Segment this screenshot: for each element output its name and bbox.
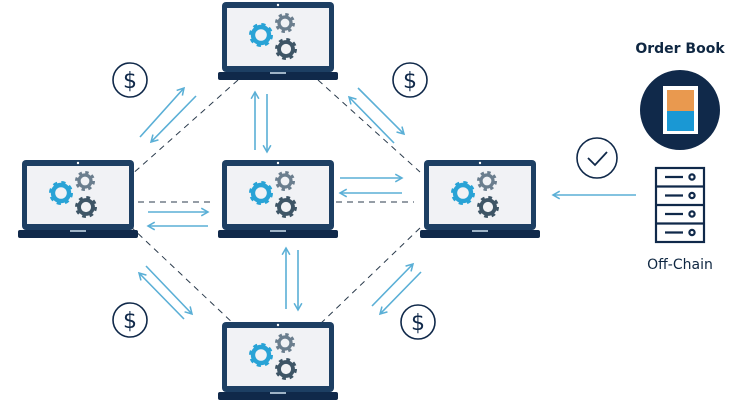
- currency-symbol: $: [403, 69, 417, 94]
- laptop-node-left: [18, 160, 138, 238]
- gear-icon: [275, 171, 295, 191]
- gear-icon: [477, 196, 499, 218]
- gear-icon: [451, 181, 475, 205]
- arrow: [378, 271, 422, 316]
- screen: [429, 166, 531, 224]
- dollar-icon: $: [112, 62, 148, 98]
- order-book-title: Order Book: [635, 41, 725, 57]
- screen: [227, 8, 329, 66]
- server-icon: [654, 166, 706, 244]
- currency-symbol: $: [123, 309, 137, 334]
- arrow: [357, 87, 406, 136]
- laptop-node-center: [218, 160, 338, 238]
- gear-icon: [49, 181, 73, 205]
- dollar-icon: $: [400, 304, 436, 340]
- arrow: [137, 271, 185, 320]
- dollar-icon: $: [392, 62, 428, 98]
- gear-icon: [477, 171, 497, 191]
- arrow: [347, 95, 395, 144]
- dashed-connection: [317, 227, 421, 327]
- gear-icon: [275, 13, 295, 33]
- currency-symbol: $: [123, 69, 137, 94]
- arrow: [371, 262, 415, 307]
- gear-icon: [249, 23, 273, 47]
- transfer-arrows: [137, 86, 636, 320]
- gear-icon: [275, 358, 297, 380]
- laptop-base: [218, 72, 338, 80]
- gear-icon: [275, 196, 297, 218]
- laptop-node-bottom: [218, 322, 338, 400]
- dashed-connection: [317, 79, 421, 173]
- screen: [227, 328, 329, 386]
- gear-icon: [249, 181, 273, 205]
- arrow: [145, 265, 194, 316]
- laptop-base: [218, 392, 338, 400]
- off-chain-label: Off-Chain: [647, 257, 713, 273]
- connection-lines: [129, 79, 421, 327]
- laptop-base: [420, 230, 540, 238]
- order-book-icon: [640, 70, 720, 150]
- laptop-base: [18, 230, 138, 238]
- gear-icon: [75, 171, 95, 191]
- dashed-connection: [129, 225, 237, 327]
- gear-icon: [275, 38, 297, 60]
- dollar-icon: $: [112, 302, 148, 338]
- screen: [227, 166, 329, 224]
- laptop-node-right: [420, 160, 540, 238]
- arrow: [139, 86, 186, 138]
- gear-icon: [275, 333, 295, 353]
- check-icon: [576, 137, 618, 179]
- gear-icon: [75, 196, 97, 218]
- dashed-connection: [129, 79, 239, 177]
- gear-icon: [249, 343, 273, 367]
- laptop-base: [218, 230, 338, 238]
- arrow: [149, 95, 197, 144]
- laptop-node-top: [218, 2, 338, 80]
- currency-symbol: $: [411, 311, 425, 336]
- screen: [27, 166, 129, 224]
